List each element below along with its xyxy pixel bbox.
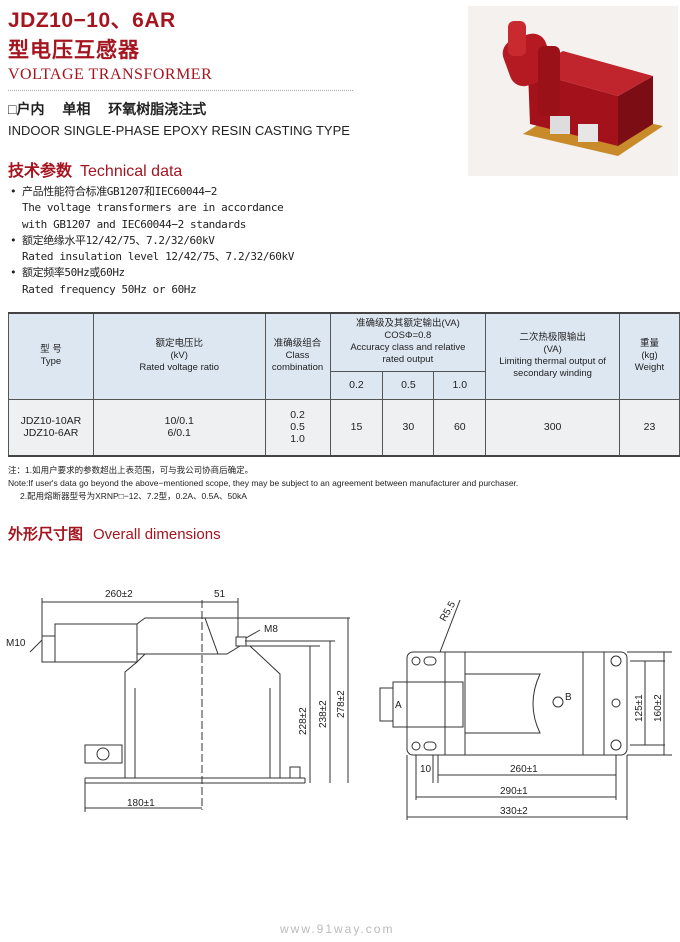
dim-125: 125±1 [634,694,645,722]
product-photo [468,6,678,176]
technical-data-list: 产品性能符合标准GB1207和IEC60044−2 The voltage tr… [8,184,294,298]
top-view-drawing: R5.5 A B 10 260±1 290±1 330±2 125±1 160±… [379,599,672,820]
cell-out-1.0: 60 [433,398,487,457]
bullet-en: with GB1207 and IEC60044−2 standards [22,217,247,231]
header-ratio: 额定电压比(kV)Rated voltage ratio [92,312,266,400]
bullet-cn: 额定频率50Hz或60Hz [8,265,294,282]
bullet-cn: 产品性能符合标准GB1207和IEC60044−2 [8,184,294,201]
cell-out-0.5: 30 [382,398,435,457]
label-m8: M8 [264,624,278,635]
note-1: 注：1.如用户要求的参数超出上表范围，可与我公司协商后确定。 [8,465,254,475]
dim-278: 278±2 [336,690,347,718]
bullet-en: Rated insulation level 12/42/75、7.2/32/6… [22,250,294,264]
features-cn: □户内 单相 环氧树脂浇注式 [8,101,207,117]
label-m10: M10 [6,638,26,649]
front-view-drawing: 260±2 51 M10 M8 180±1 228±2 238±2 278±2 [6,589,350,812]
dim-180: 180±1 [127,798,155,809]
label-b: B [565,692,572,703]
label-a: A [395,700,402,711]
dim-228: 228±2 [298,707,309,735]
dim-330: 330±2 [500,806,528,817]
header-weight: 重量(kg)Weight [619,312,680,400]
dim-160: 160±2 [653,694,664,722]
header-acc-0.5: 0.5 [382,370,435,400]
note-1-en: Note:If user's data go beyond the above−… [8,478,519,488]
dim-238: 238±2 [318,700,329,728]
dim-10: 10 [420,764,432,775]
dimension-drawings: 260±2 51 M10 M8 180±1 228±2 238±2 278±2 … [6,589,672,820]
dim-51: 51 [214,589,226,600]
dim-260-top: 260±1 [510,764,538,775]
dim-290: 290±1 [500,786,528,797]
bullet-en: The voltage transformers are in accordan… [22,201,284,215]
header-acc-1.0: 1.0 [433,370,487,400]
title-en: VOLTAGE TRANSFORMER [8,66,213,83]
title-cn: 型电压互感器 [8,39,140,62]
cell-out-0.2: 15 [329,398,384,457]
dim-260: 260±2 [105,589,133,600]
cell-weight: 23 [619,398,680,457]
bullet-en: Rated frequency 50Hz or 60Hz [22,282,197,296]
model-title: JDZ10−10、6AR [8,9,176,32]
watermark: www.91way.com [280,922,395,936]
bullet-cn: 额定绝缘水平12/42/75、7.2/32/60kV [8,233,294,250]
note-2: 2.配用熔断器型号为XRNP□−12、7.2型，0.2A、0.5A、50kA [20,491,247,501]
header-acc-0.2: 0.2 [329,370,384,400]
divider [8,90,353,91]
features-en: INDOOR SINGLE-PHASE EPOXY RESIN CASTING … [8,123,350,138]
cell-thermal: 300 [485,398,621,457]
notes: 注：1.如用户要求的参数超出上表范围，可与我公司协商后确定。 Note:If u… [8,464,518,503]
